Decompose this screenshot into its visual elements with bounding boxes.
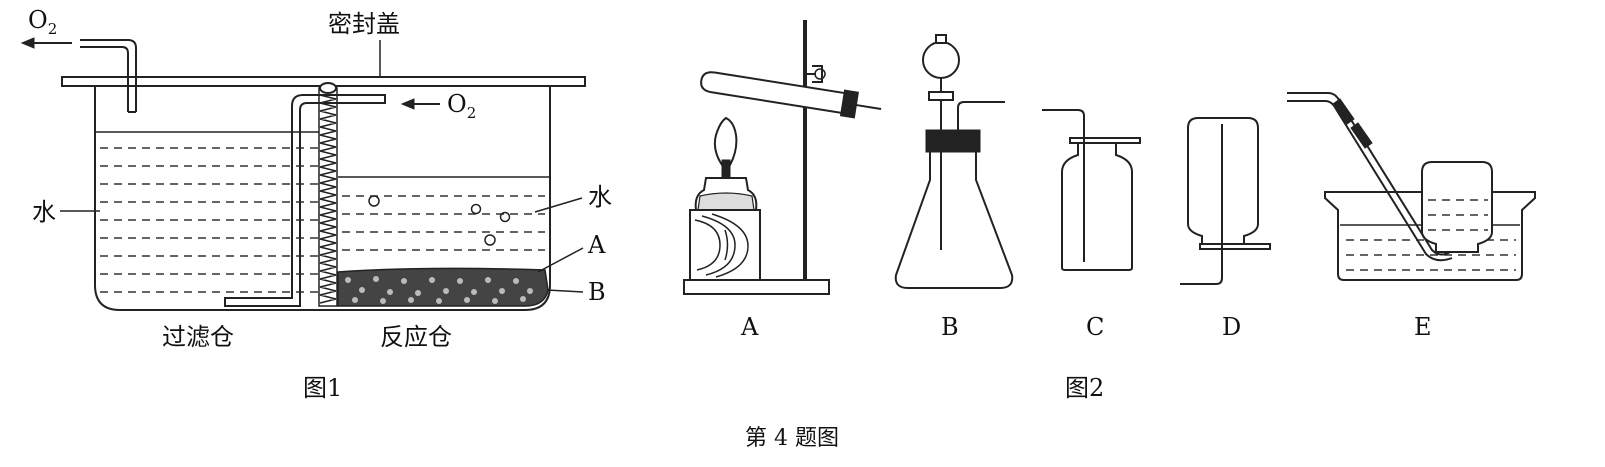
label-a-leader: [537, 247, 584, 273]
figure-1: O2 O2 密封盖 水 水 A B 过滤仓 反应仓 图1: [20, 6, 612, 402]
bottle-c-tube: [1042, 109, 1085, 262]
bottle-d-plate: [1199, 243, 1271, 250]
o2-inlet-label: O2: [447, 90, 476, 122]
o2-outlet-label: O2: [28, 6, 57, 38]
funnel-stopcock: [928, 91, 954, 101]
outlet-tube: [80, 39, 137, 113]
water-right-label: 水: [588, 183, 612, 211]
label-b: B: [588, 278, 606, 306]
figure2-caption: 图2: [1065, 374, 1104, 402]
partition-top-cap: [319, 82, 337, 94]
tank-body: [94, 85, 551, 311]
figure-title: 第 4 题图: [745, 426, 839, 451]
reaction-water-dashes: [342, 195, 545, 251]
inlet-tube: [224, 94, 386, 307]
rubber-tube: [1332, 98, 1373, 149]
clamp: [805, 65, 823, 83]
delivery-tube: [856, 104, 882, 110]
funnel-top: [935, 34, 947, 44]
bottle-d-tube: [1180, 246, 1223, 285]
flask-delivery-tube: [957, 101, 1005, 152]
o2-inlet-arrow: [400, 98, 440, 110]
apparatus-e: [1287, 92, 1536, 281]
reagent-bed: [337, 267, 549, 307]
filter-water-dashes: [100, 147, 320, 293]
label-b-leader: [546, 289, 584, 293]
conical-flask: [894, 149, 1014, 289]
lid-label: 密封盖: [328, 10, 400, 38]
wood-grain: [694, 213, 749, 278]
apparatus-label-b: B: [941, 313, 959, 341]
lamp-flame: [713, 116, 738, 166]
o2-outlet-arrow: [20, 37, 72, 49]
apparatus-label-e: E: [1414, 313, 1432, 341]
oxygen-bubbles: [368, 195, 511, 246]
bottle-c-plate: [1069, 137, 1141, 144]
apparatus-label-a: A: [740, 313, 759, 341]
test-tube: [700, 71, 848, 115]
apparatus-b: [894, 34, 1014, 289]
reagent-granules: [345, 276, 533, 304]
stand-base: [683, 279, 830, 295]
apparatus-label-d: D: [1222, 313, 1241, 341]
bottle-water-dashes: [1428, 199, 1488, 231]
collecting-bottle: [1421, 161, 1493, 253]
reaction-chamber-label: 反应仓: [380, 323, 452, 351]
figure-2: A B C D E 图2: [683, 20, 1536, 402]
water-right-leader: [534, 197, 583, 213]
label-a: A: [587, 231, 606, 259]
apparatus-d: [1180, 117, 1271, 285]
funnel-bulb: [922, 41, 960, 79]
filter-chamber-label: 过滤仓: [162, 323, 234, 351]
figure1-caption: 图1: [303, 374, 342, 402]
apparatus-c: [1042, 109, 1141, 271]
partition-spring: [319, 94, 337, 304]
lamp-wick: [721, 159, 731, 179]
apparatus-a: [683, 20, 882, 295]
bottle-c: [1061, 139, 1133, 271]
apparatus-label-c: C: [1086, 313, 1104, 341]
water-left-label: 水: [32, 198, 56, 226]
lamp-liquid: [697, 192, 755, 211]
